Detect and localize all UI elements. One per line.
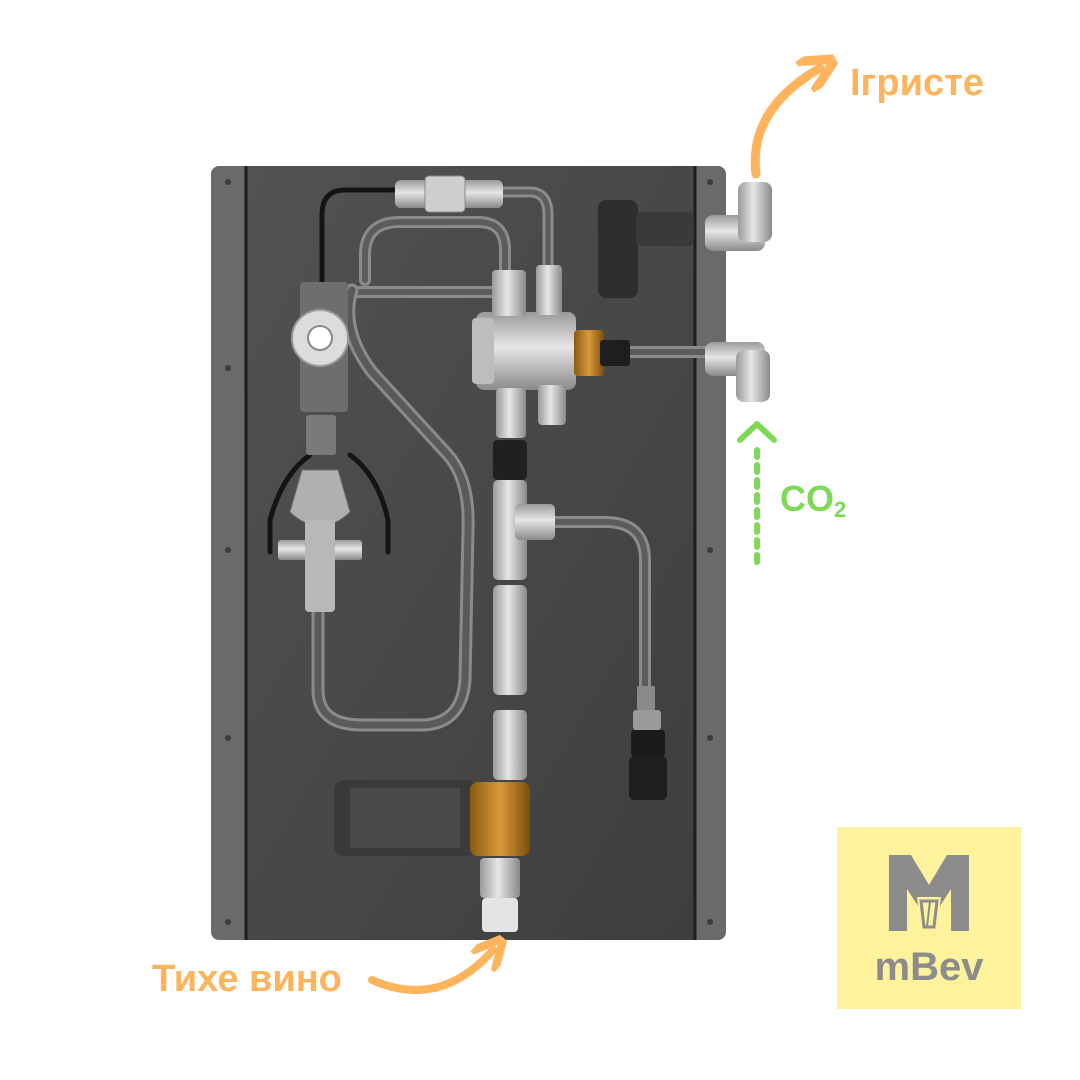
co2-label-main: CO (780, 478, 834, 519)
co2-label: CO2 (780, 478, 846, 523)
co2-regulator (629, 686, 667, 800)
brand-logo: mBev (837, 827, 1021, 1009)
central-column (493, 440, 555, 780)
m-glass-logo-icon (889, 855, 969, 931)
sparkling-outlet-fitting (705, 182, 772, 251)
dotted-arrow-up-icon (737, 421, 777, 565)
curved-arrow-up-icon (368, 950, 493, 994)
co2-inlet-fitting (705, 342, 770, 402)
check-valve (598, 200, 694, 298)
main-valve-block (472, 265, 630, 438)
logo-text: mBev (874, 945, 984, 989)
still-wine-label: Тихе вино (152, 958, 342, 1000)
sparkling-label: Ігристе (850, 62, 984, 104)
inline-filter (395, 175, 503, 213)
solenoid-pump (334, 780, 530, 932)
curved-arrow-up-right-icon (750, 68, 820, 179)
co2-label-subscript: 2 (834, 497, 847, 522)
sensor-assembly (278, 282, 362, 612)
